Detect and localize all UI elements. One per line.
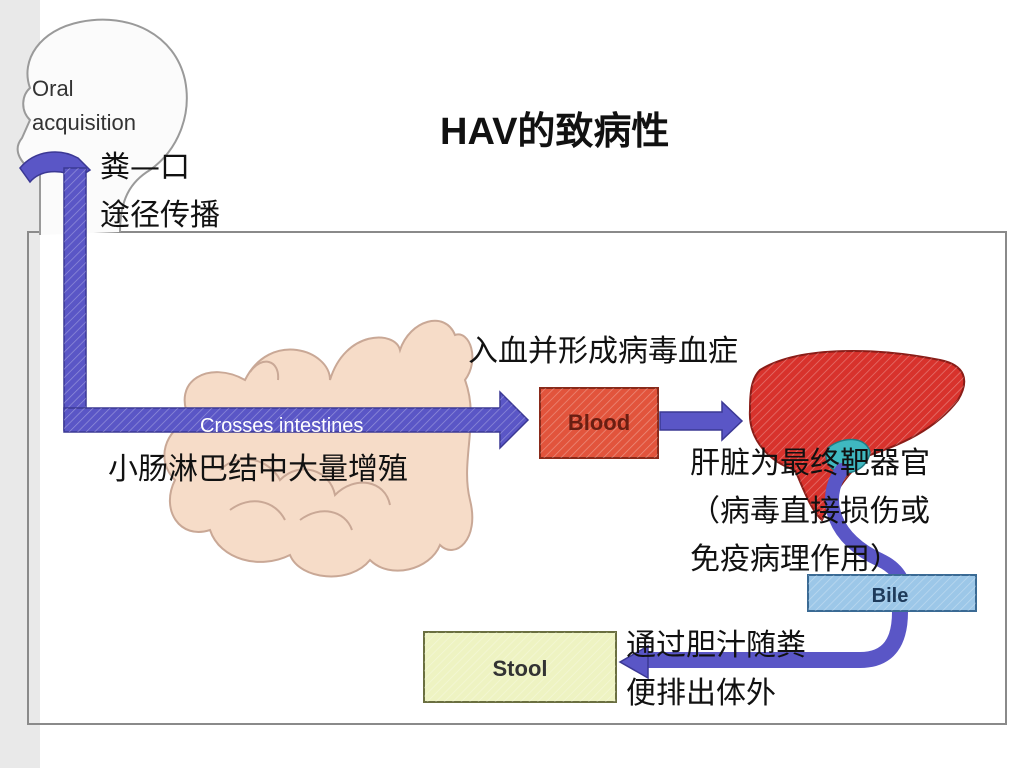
annotation-excretion-line1: 通过胆汁随粪 bbox=[626, 628, 806, 663]
blood-to-liver-arrow bbox=[659, 400, 744, 442]
gallbladder bbox=[825, 438, 871, 474]
intestine-arrow bbox=[63, 390, 530, 450]
annotation-fecal-oral-line1: 粪—口 bbox=[100, 150, 190, 185]
figure-frame bbox=[27, 231, 1007, 725]
slide-title: HAV的致病性 bbox=[440, 111, 670, 153]
annotation-blood: 入血并形成病毒血症 bbox=[468, 334, 738, 369]
head-label-line2: acquisition bbox=[32, 110, 136, 135]
annotation-liver: 肝脏为最终靶器官 （病毒直接损伤或 免疫病理作用） bbox=[690, 440, 930, 584]
head-label-line1: Oral bbox=[32, 76, 74, 101]
annotation-intestine: 小肠淋巴结中大量增殖 bbox=[108, 452, 408, 487]
head-silhouette bbox=[16, 18, 188, 235]
bile-box-label: Bile bbox=[872, 585, 909, 607]
annotation-fecal-oral: 粪—口 途径传播 bbox=[100, 144, 220, 240]
blood-box-label: Blood bbox=[568, 410, 630, 435]
intestine-arrow-label: Crosses intestines bbox=[200, 415, 363, 437]
annotation-liver-line3: 免疫病理作用） bbox=[690, 542, 900, 577]
annotation-liver-line2: （病毒直接损伤或 bbox=[690, 494, 930, 529]
stool-box-label: Stool bbox=[493, 656, 548, 681]
liver bbox=[748, 350, 966, 522]
annotation-fecal-oral-line2: 途径传播 bbox=[100, 198, 220, 233]
intestines bbox=[163, 319, 474, 578]
annotation-excretion: 通过胆汁随粪 便排出体外 bbox=[626, 622, 806, 718]
annotation-excretion-line2: 便排出体外 bbox=[626, 676, 776, 711]
bile-to-stool-arrow bbox=[618, 611, 908, 680]
annotation-liver-line1: 肝脏为最终靶器官 bbox=[690, 446, 930, 481]
